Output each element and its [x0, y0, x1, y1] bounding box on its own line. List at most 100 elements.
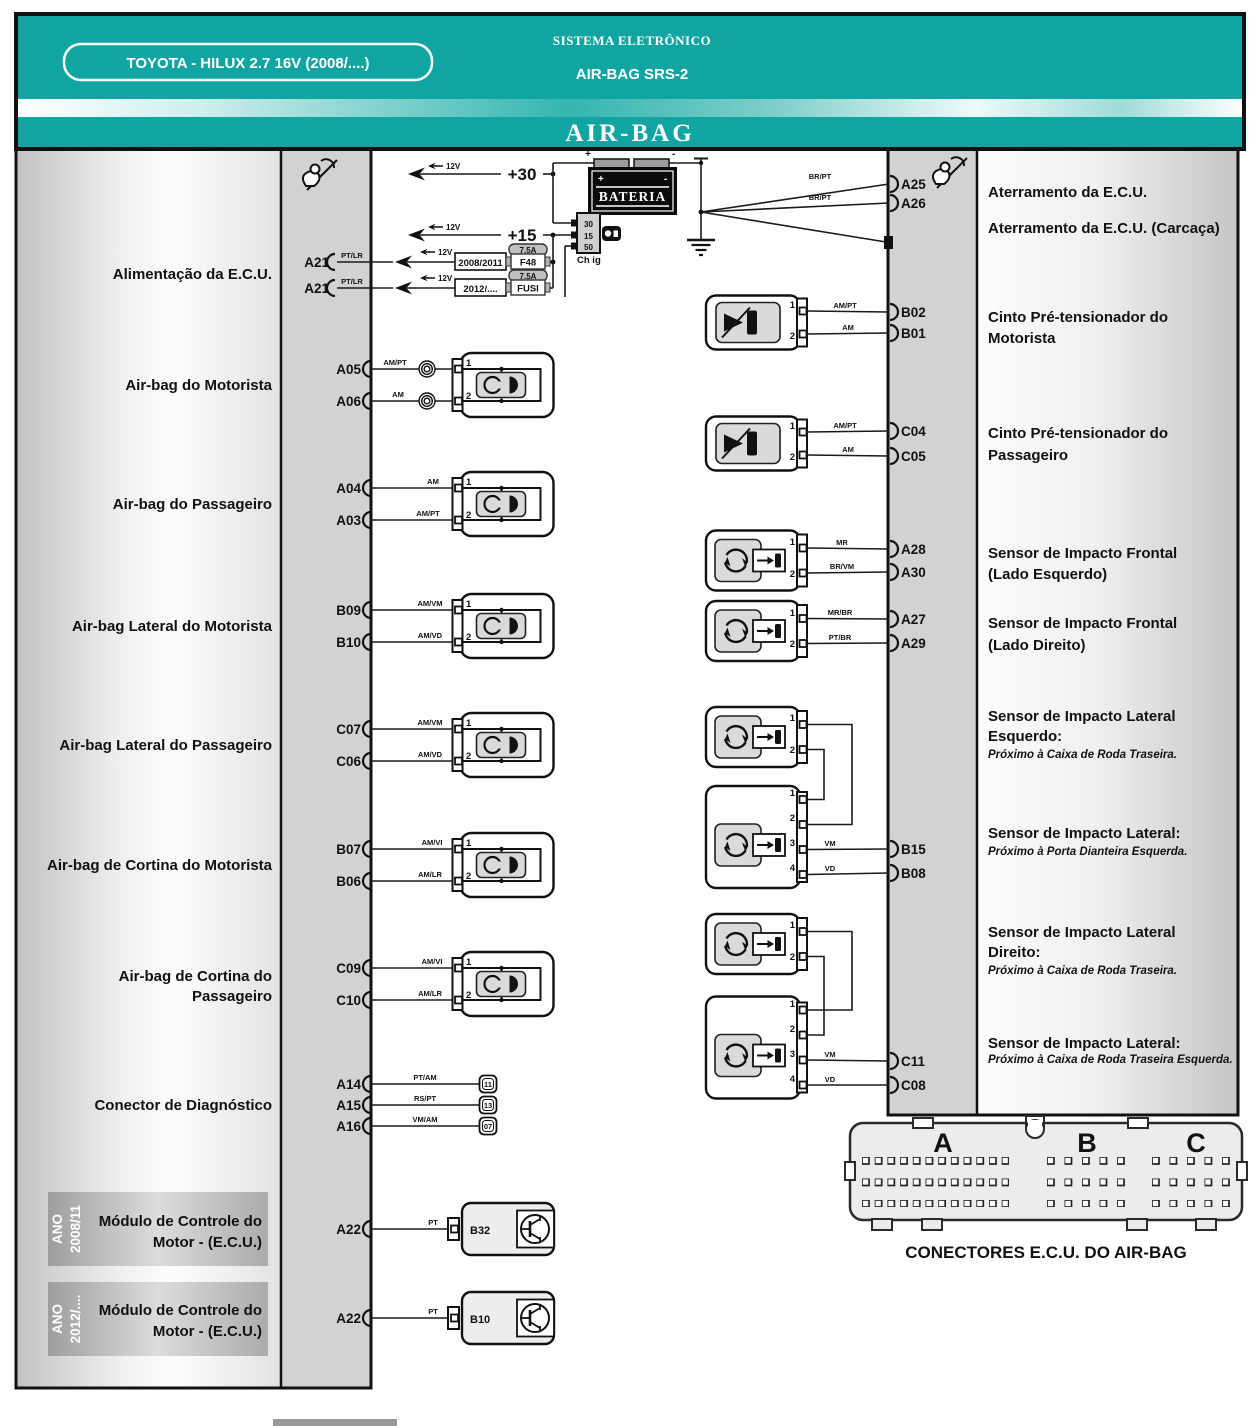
pin-number: 3 [790, 838, 795, 849]
wire-color-label: AM/VI [422, 838, 443, 847]
arrow-12v-icon [427, 162, 444, 170]
pin-number: 2 [466, 751, 471, 762]
wire-color-label: AM/LR [418, 989, 442, 998]
ecu-left-strip [281, 149, 371, 1388]
row-airbag-motorista: Air-bag do Motorista A05 A06 AM/PT AM 1 … [125, 351, 555, 419]
wire-color-label: AM [427, 477, 439, 486]
fuse-rating: 7.5A [520, 272, 537, 281]
engine-ecu-module [446, 1290, 556, 1346]
pin-label: A26 [901, 196, 926, 211]
module-connector-label: B32 [470, 1225, 490, 1237]
pin-number: 1 [790, 999, 796, 1010]
year-range: 2012/.... [463, 284, 497, 295]
pin-A21-row1: A21 PT/LR 12V 2008/2011 7.5A F48 [304, 243, 556, 272]
dlc-pin-number: 13 [484, 1101, 492, 1110]
pin-label: B06 [336, 874, 361, 889]
pin-label: A29 [901, 636, 926, 651]
wire-color-label: AM/VD [418, 631, 443, 640]
pin-label: A22 [336, 1222, 361, 1237]
wire-color-label: AM [392, 390, 404, 399]
pin-number: 2 [466, 632, 471, 643]
vehicle-badge: TOYOTA - HILUX 2.7 16V (2008/....) [126, 55, 369, 72]
pin-label: C10 [336, 993, 361, 1008]
vehicle-badge-outline [62, 42, 434, 82]
pin-number: 1 [466, 599, 472, 610]
row-label: Sensor de Impacto Frontal [988, 615, 1177, 632]
row-cinto-passageiro: 1 2 AM/PT AM C04 C05 Cinto Pré-tensionad… [704, 415, 1168, 472]
connector-pins-b [1047, 1157, 1125, 1207]
wire-color-label: AM/PT [383, 358, 407, 367]
cutoff-footer-bar [273, 1419, 397, 1426]
ignition-terminal-15: 15 [584, 232, 593, 241]
ano-tag: ANO [50, 1214, 65, 1244]
pin-number: 1 [466, 718, 472, 729]
row-label: Sensor de Impacto Frontal [988, 545, 1177, 562]
pin-number: 1 [790, 537, 796, 548]
pin-label: A05 [336, 362, 361, 377]
pin-number: 1 [790, 920, 796, 931]
pin-number: 2 [790, 745, 795, 756]
wire-color-label: VM/AM [413, 1115, 438, 1124]
header: TOYOTA - HILUX 2.7 16V (2008/....) SISTE… [14, 12, 1246, 151]
pin-number: 2 [466, 990, 471, 1001]
v12-label: 12V [446, 223, 461, 232]
row-label: Aterramento da E.C.U. (Carcaça) [988, 220, 1220, 237]
row-conector-diagnostico: Conector de Diagnóstico A14 A15 A16 PT/A… [94, 1073, 498, 1136]
wire-color-label: VD [825, 1075, 836, 1084]
row-sublabel: Próximo à Caixa de Roda Traseira. [988, 749, 1177, 761]
wire-color-label: PT/AM [413, 1073, 436, 1082]
battery-minus-top: - [672, 149, 675, 160]
pin-label: B10 [336, 635, 361, 650]
pin-label: C05 [901, 449, 926, 464]
row-label: Sensor de Impacto Lateral [988, 708, 1176, 725]
row-label: Air-bag Lateral do Passageiro [59, 737, 272, 754]
year-band [48, 1282, 268, 1356]
wire-color-label: AM/PT [833, 421, 857, 430]
pin-number: 1 [790, 788, 796, 799]
pin-number: 2 [790, 813, 795, 824]
wire-color-label: AM/VD [418, 750, 443, 759]
row-sensor-lateral-esquerdo: 1 2 1 2 3 4 VM VD B15 B08 Sensor de Impa… [706, 707, 1187, 888]
chassis-ground-tab [884, 236, 893, 249]
arrow-12v-icon [419, 248, 436, 256]
connector-section-b: B [1077, 1128, 1097, 1158]
wire-color-label: AM/PT [416, 509, 440, 518]
pin-number: 1 [790, 713, 796, 724]
pin-label: C07 [336, 722, 361, 737]
row-label: Sensor de Impacto Lateral [988, 924, 1176, 941]
engine-ecu-module [446, 1201, 556, 1257]
ecu-connector-caption: CONECTORES E.C.U. DO AIR-BAG [905, 1243, 1186, 1262]
dlc-pin-number: 11 [484, 1080, 492, 1089]
v12-label: 12V [438, 248, 453, 257]
row-label: Air-bag do Passageiro [113, 496, 272, 513]
row-label: (Lado Direito) [988, 637, 1086, 654]
wire-color-label: BR/PT [809, 193, 832, 202]
pin-label: C09 [336, 961, 361, 976]
wire-color-label: AM/VM [418, 718, 443, 727]
pin-number: 1 [466, 477, 472, 488]
wire-color-label: AM [842, 323, 854, 332]
ignition-terminal-50: 50 [584, 243, 593, 252]
module-connector-label: B10 [470, 1314, 490, 1326]
row-label: Motorista [988, 330, 1056, 347]
row-label: Cinto Pré-tensionador do [988, 425, 1168, 442]
pin-label: C04 [901, 424, 926, 439]
pin-label: C11 [901, 1054, 926, 1069]
connector-pins-a [862, 1157, 1009, 1207]
pin-label: A21 [304, 281, 329, 296]
row-label: Conector de Diagnóstico [94, 1097, 272, 1114]
pin-label: B01 [901, 326, 926, 341]
row-label: Air-bag de Cortina do [119, 968, 272, 985]
v12-label: 12V [438, 274, 453, 283]
row-airbag-cortina-motorista: Air-bag de Cortina do Motorista B07 B06 … [47, 831, 555, 899]
ano-tag: ANO [50, 1304, 65, 1334]
plus30-label: +30 [508, 165, 537, 184]
pin-label: B08 [901, 866, 926, 881]
row-label: Sensor de Impacto Lateral: [988, 825, 1181, 842]
wire-color-label: AM/VM [418, 599, 443, 608]
right-ground-rows: A25 A26 Aterramento da E.C.U. Aterrament… [888, 174, 1220, 237]
left-label-panel [14, 147, 373, 1390]
wire-color-label: AM/PT [833, 301, 857, 310]
row-airbag-lateral-passageiro: Air-bag Lateral do Passageiro C07 C06 AM… [59, 711, 555, 779]
